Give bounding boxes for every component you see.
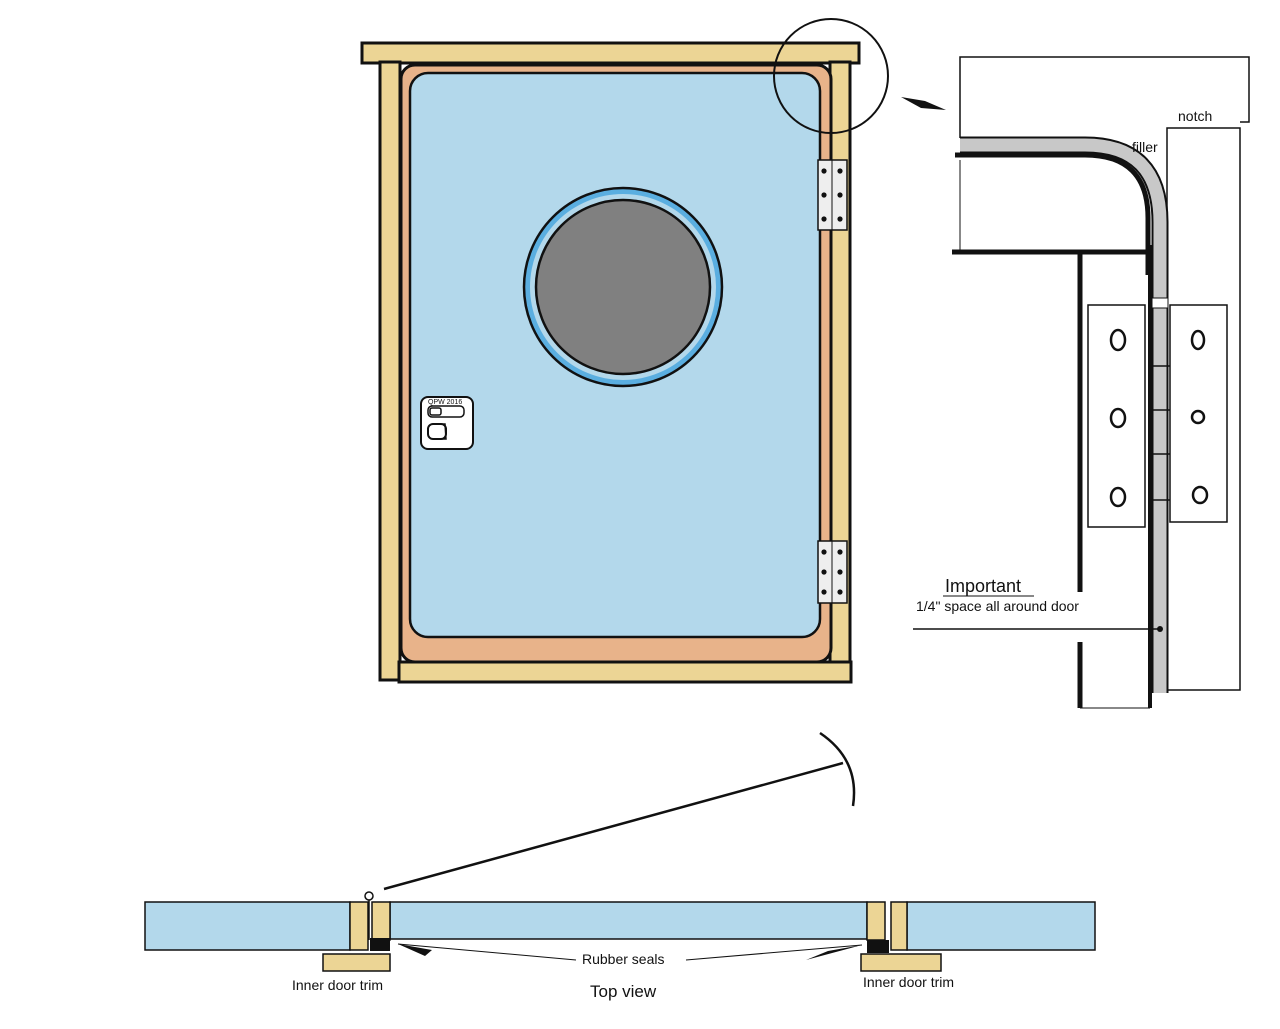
top-view: Rubber seals Top view Inner door trim In…: [144, 731, 1096, 1001]
door-front-view: QPW 2016: [360, 18, 946, 684]
detail-arrow: [901, 97, 946, 110]
detail-hinge: [1087, 297, 1228, 528]
door-top: [389, 901, 868, 940]
spacing-note: 1/4" space all around door: [916, 598, 1079, 614]
rubber-seal-right: [867, 940, 889, 953]
wall-left: [144, 901, 351, 951]
detail-magnifier-circle: [773, 18, 889, 134]
inner-trim-left-label: Inner door trim: [292, 977, 383, 993]
detail-door-edge: [955, 152, 1151, 275]
important-label: Important: [945, 576, 1021, 596]
wall-right: [906, 901, 1096, 951]
door-latch: QPW 2016: [420, 396, 474, 450]
upper-hinge: [817, 159, 848, 231]
latch-stamp-text: QPW 2016: [428, 399, 462, 406]
frame-bottom-sill: [397, 660, 853, 684]
frame-left-jamb: [378, 60, 402, 682]
rubber-seal-left: [370, 938, 390, 951]
door-swing-line: [383, 761, 844, 891]
lower-hinge: [817, 540, 848, 604]
frame-top-board: [360, 41, 861, 65]
top-view-label: Top view: [590, 982, 657, 1001]
inner-trim-right: [860, 953, 942, 972]
rubber-seals-label: Rubber seals: [582, 951, 665, 967]
porthole-glass: [534, 198, 712, 376]
filler-label: filler: [1132, 139, 1158, 155]
corner-detail-view: notch filler Important: [913, 56, 1250, 709]
inner-trim-left: [322, 953, 391, 972]
hinge-pin: [364, 891, 374, 901]
door-swing-arc: [819, 731, 856, 807]
inner-trim-right-label: Inner door trim: [863, 974, 954, 990]
detail-top-block: [959, 56, 1250, 138]
notch-label: notch: [1178, 108, 1212, 124]
